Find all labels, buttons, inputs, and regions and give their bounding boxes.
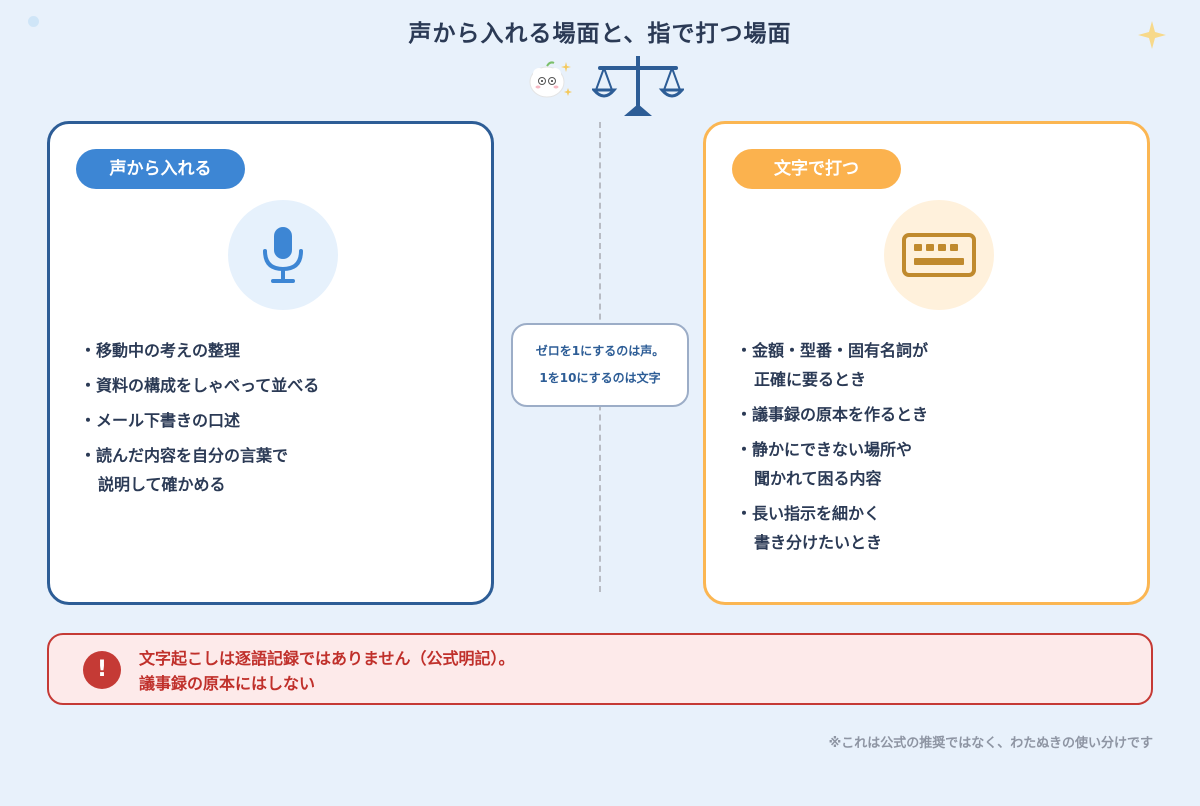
list-item: ・静かにできない場所や聞かれて困る内容	[736, 440, 913, 488]
keyboard-icon	[902, 233, 976, 277]
warning-text: 文字起こしは逐語記録ではありません（公式明記）。 議事録の原本にはしない	[139, 646, 515, 696]
list-item: ・長い指示を細かく書き分けたいとき	[736, 504, 883, 552]
page-title: 声から入れる場面と、指で打つ場面	[408, 21, 792, 47]
list-item: ・議事録の原本を作るとき	[736, 405, 929, 424]
typing-card-label: 文字で打つ	[732, 149, 901, 189]
microphone-icon-badge	[228, 200, 338, 310]
list-item: ・金額・型番・固有名詞が正確に要るとき	[736, 341, 929, 389]
voice-input-card: 声から入れる ・移動中の考えの整理 ・資料の構成をしゃべって並べる ・メール下書…	[47, 121, 494, 605]
keyboard-icon-badge	[884, 200, 994, 310]
balance-scale-icon	[592, 56, 684, 116]
warning-line1: 文字起こしは逐語記録ではありません（公式明記）。	[139, 649, 515, 668]
list-item: ・資料の構成をしゃべって並べる	[80, 376, 320, 395]
comparison-note-line1: ゼロを1にするのは声。	[535, 344, 665, 358]
exclamation-icon: !	[83, 651, 121, 689]
microphone-icon	[263, 227, 303, 283]
typing-input-card: 文字で打つ ・金額・型番・固有名詞が正確に要るとき ・議事録の原本を作るとき ・…	[703, 121, 1150, 605]
typing-use-list: ・金額・型番・固有名詞が正確に要るとき ・議事録の原本を作るとき ・静かにできな…	[736, 336, 928, 563]
footnote: ※これは公式の推奨ではなく、わたぬきの使い分けです	[828, 736, 1153, 751]
list-item: ・移動中の考えの整理	[80, 341, 241, 360]
sparkle-icon	[1138, 21, 1166, 49]
voice-use-list: ・移動中の考えの整理 ・資料の構成をしゃべって並べる ・メール下書きの口述 ・読…	[80, 336, 319, 505]
comparison-note-line2: 1を10にするのは文字	[539, 371, 661, 385]
mascot-icon	[529, 61, 572, 98]
voice-card-label: 声から入れる	[76, 149, 245, 189]
warning-banner: ! 文字起こしは逐語記録ではありません（公式明記）。 議事録の原本にはしない	[47, 633, 1153, 705]
comparison-note: ゼロを1にするのは声。 1を10にするのは文字	[511, 323, 689, 407]
list-item: ・読んだ内容を自分の言葉で説明して確かめる	[80, 446, 289, 494]
list-item: ・メール下書きの口述	[80, 411, 241, 430]
decorative-dot	[28, 16, 39, 27]
warning-line2: 議事録の原本にはしない	[139, 674, 316, 693]
